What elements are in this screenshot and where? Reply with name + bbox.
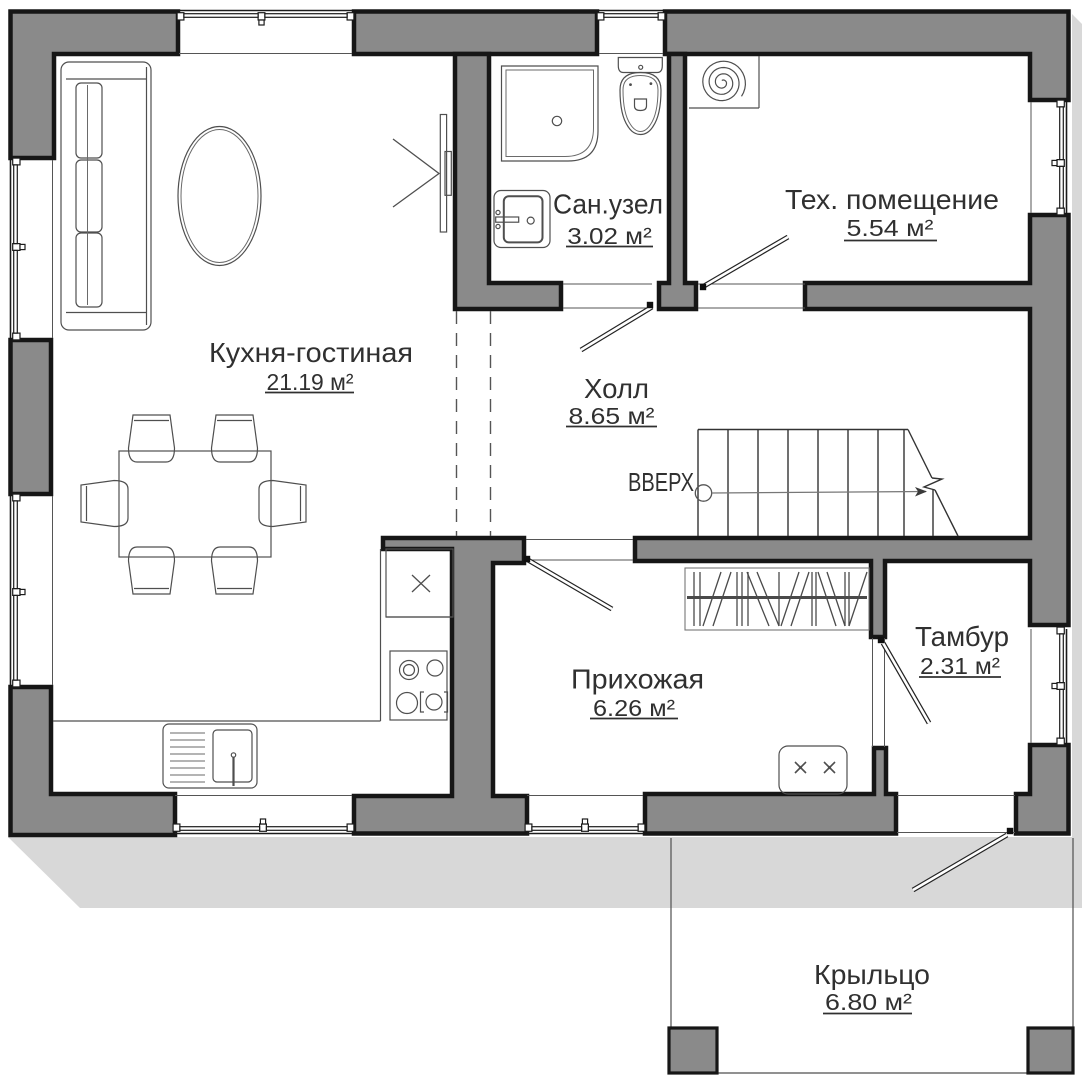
svg-text:3.02 м²: 3.02 м²	[567, 223, 652, 249]
svg-text:6.80 м²: 6.80 м²	[825, 989, 912, 1015]
svg-text:Холл: Холл	[584, 373, 649, 404]
svg-text:Прихожая: Прихожая	[571, 664, 704, 695]
svg-text:Сан.узел: Сан.узел	[553, 189, 663, 220]
svg-text:6.26 м²: 6.26 м²	[593, 695, 675, 721]
svg-text:8.65 м²: 8.65 м²	[569, 403, 655, 429]
svg-text:21.19 м²: 21.19 м²	[267, 369, 354, 395]
svg-text:Тамбур: Тамбур	[915, 621, 1009, 652]
svg-text:5.54 м²: 5.54 м²	[847, 215, 934, 241]
svg-text:Тех. помещение: Тех. помещение	[785, 184, 999, 215]
svg-text:ВВЕРХ: ВВЕРХ	[628, 467, 694, 497]
svg-text:2.31 м²: 2.31 м²	[920, 653, 1000, 679]
svg-text:Кухня-гостиная: Кухня-гостиная	[209, 337, 413, 368]
svg-text:Крыльцо: Крыльцо	[814, 959, 930, 990]
